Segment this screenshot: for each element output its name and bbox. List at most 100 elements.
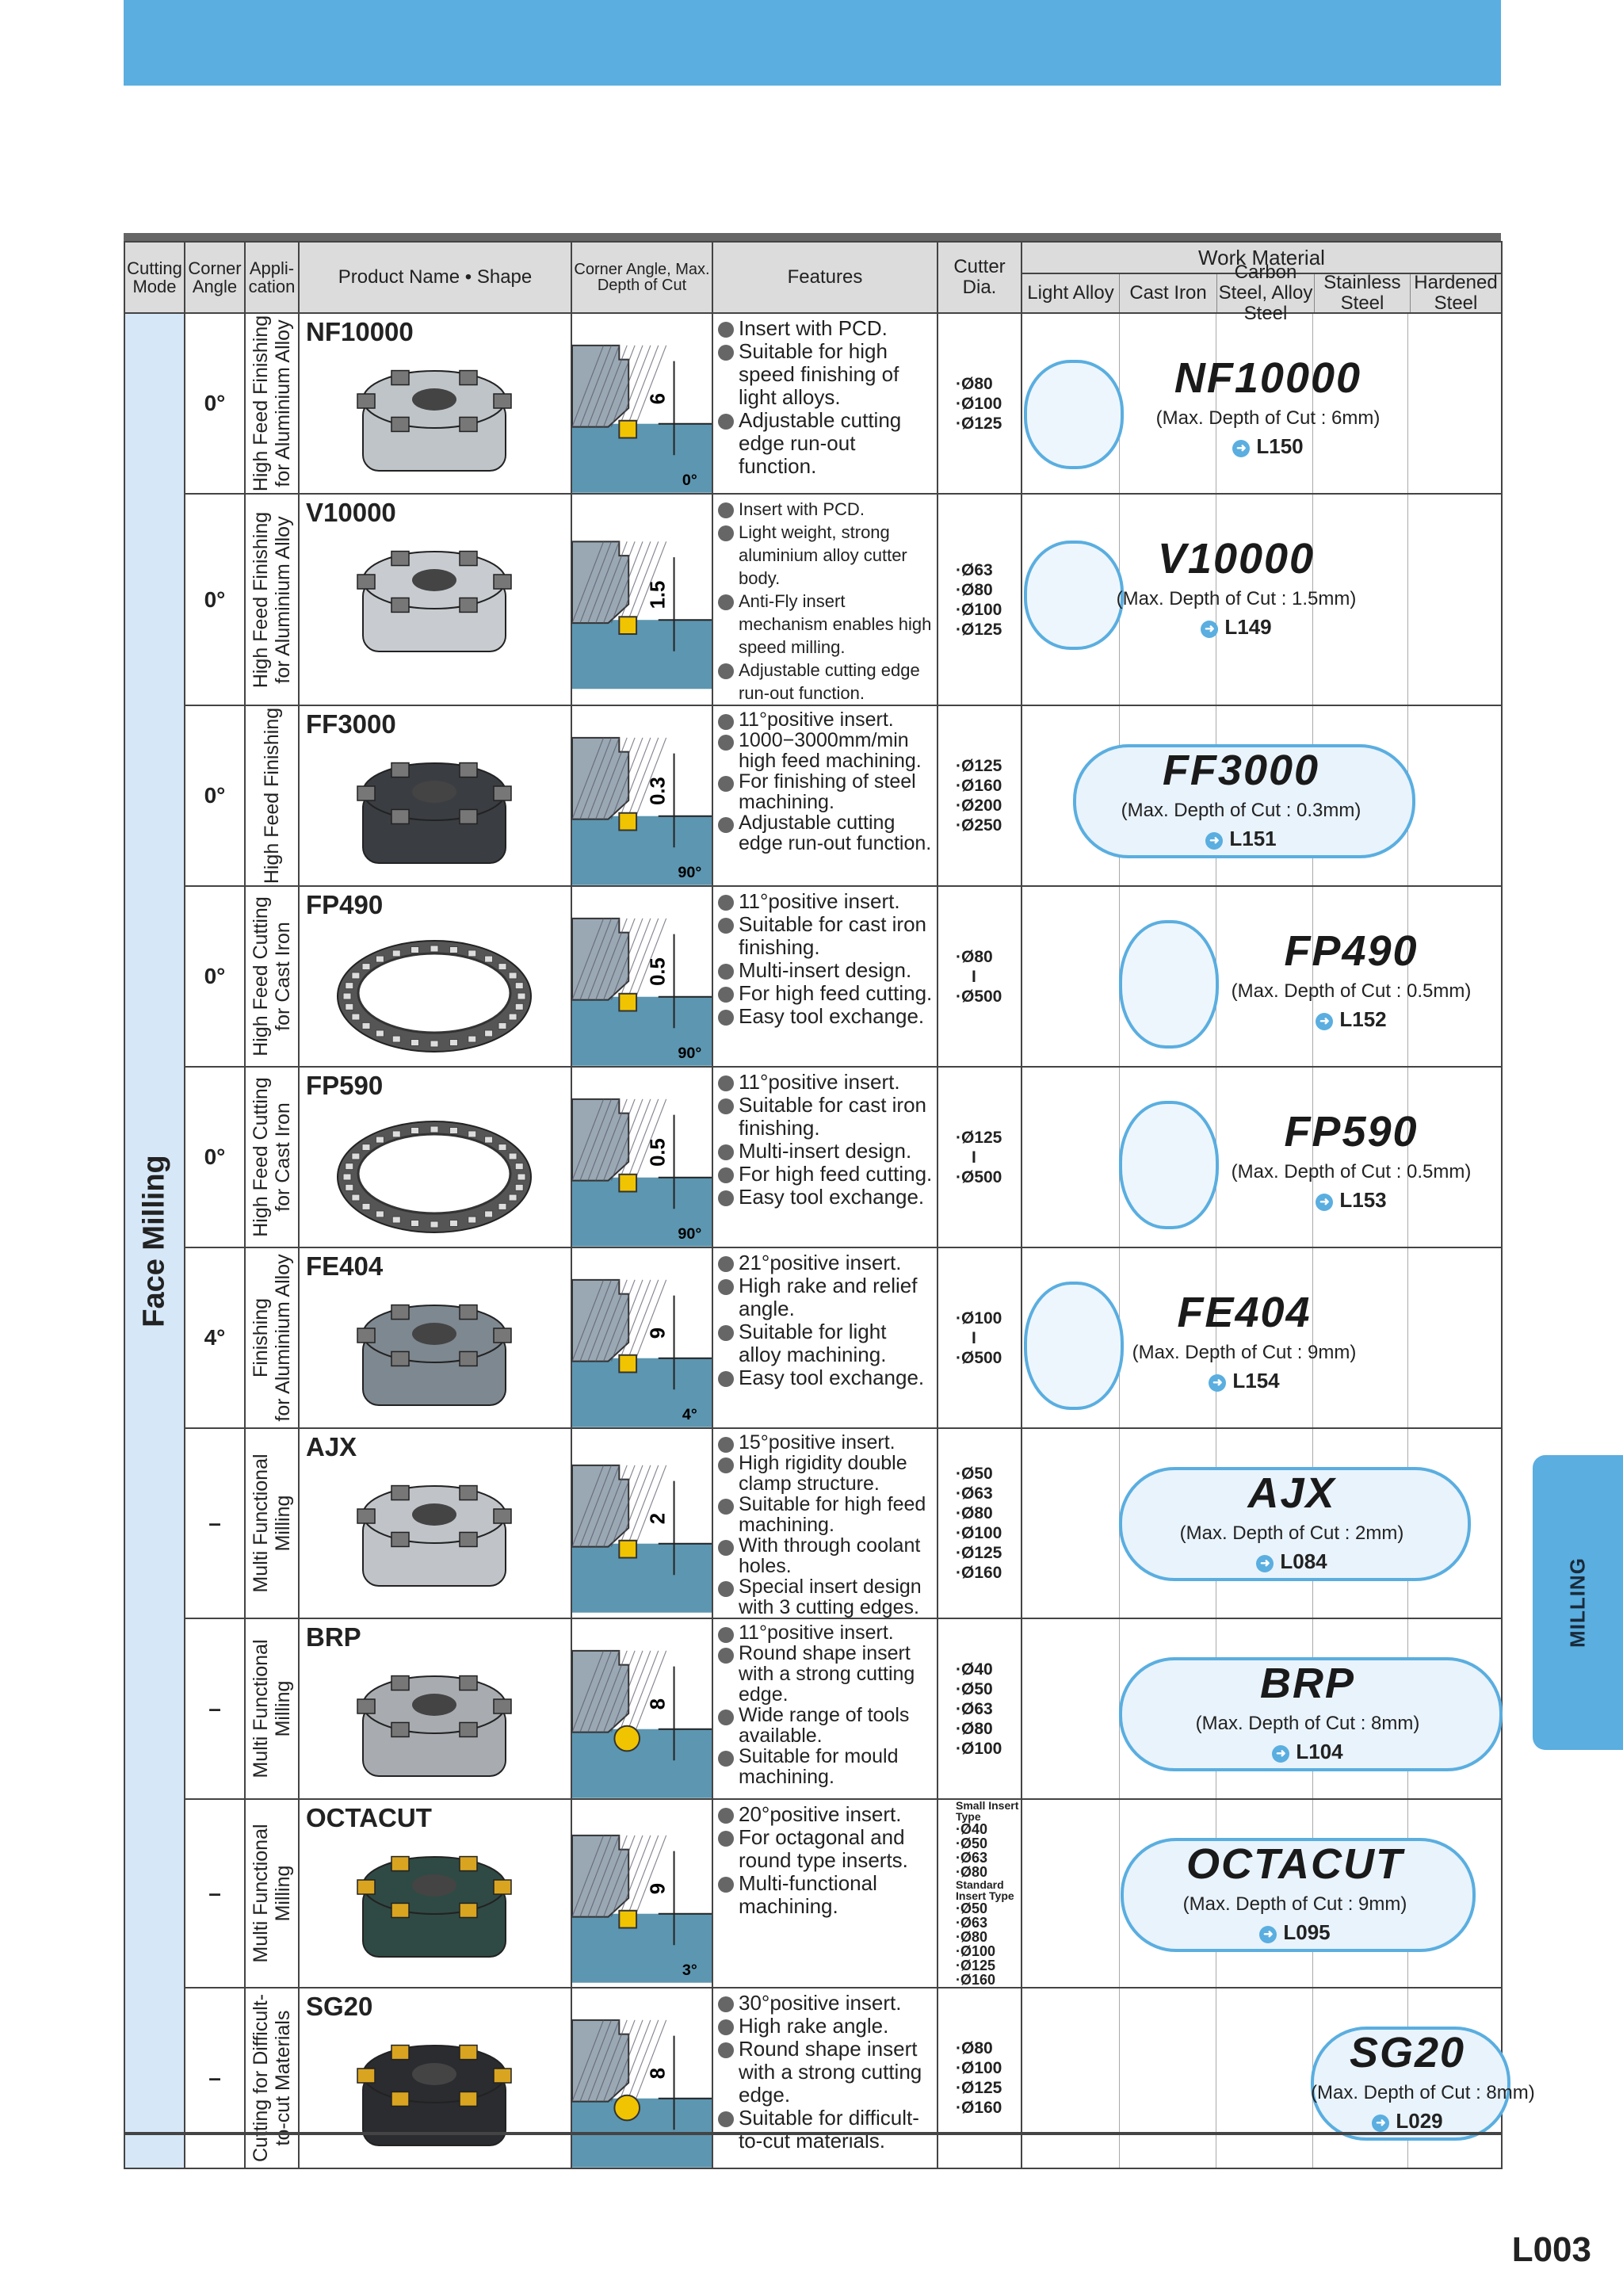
cross-section-diagram: 0.590° xyxy=(571,917,712,1066)
product-name[interactable]: OCTACUT xyxy=(306,1803,432,1832)
page-reference-link[interactable]: ➜L095 xyxy=(1121,1920,1469,1945)
side-tab-label: MILLING xyxy=(1565,1557,1590,1648)
page-reference-link[interactable]: ➜ L104 xyxy=(1119,1740,1496,1764)
milling-side-tab[interactable]: MILLING xyxy=(1533,1455,1623,1750)
cutter-image xyxy=(357,1855,512,1958)
material-light-alloy: Light Alloy xyxy=(1022,274,1120,312)
product-cell[interactable]: FE404 xyxy=(298,1247,572,1429)
page-reference-link[interactable]: ➜ L150 xyxy=(1141,434,1395,459)
page-reference[interactable]: L151 xyxy=(1229,827,1277,850)
material-divider xyxy=(1119,1988,1120,2168)
page-reference[interactable]: L149 xyxy=(1224,615,1272,639)
diameter-value: ·Ø125 xyxy=(956,414,1002,433)
cross-section-diagram: 8 xyxy=(571,1649,712,1798)
product-cell[interactable]: FF3000 xyxy=(298,705,572,887)
page-reference-link[interactable]: ➜L029 xyxy=(1311,2109,1504,2134)
page-reference[interactable]: L154 xyxy=(1232,1369,1280,1392)
page-reference[interactable]: L095 xyxy=(1283,1920,1331,1944)
page-reference[interactable]: L150 xyxy=(1256,434,1304,458)
header-corner-angle: Corner Angle xyxy=(184,241,246,314)
cutter-image xyxy=(337,1121,532,1233)
header-features: Features xyxy=(712,241,938,314)
feature-item: 15°positive insert. xyxy=(718,1432,934,1453)
material-suitability-oval xyxy=(1119,1101,1219,1229)
page-reference-link[interactable]: ➜L151 xyxy=(1073,827,1409,851)
max-depth-of-cut: (Max. Depth of Cut : 0.5mm) xyxy=(1231,980,1472,1002)
feature-item: High rigidity double clamp structure. xyxy=(718,1453,934,1494)
max-depth-of-cut: (Max. Depth of Cut : 6mm) xyxy=(1155,407,1381,429)
material-divider xyxy=(1312,314,1313,493)
application-line: High Feed Finishing xyxy=(261,707,283,884)
material-divider xyxy=(1312,1248,1313,1427)
product-name[interactable]: AJX xyxy=(306,1432,357,1461)
product-name[interactable]: FP590 xyxy=(306,1071,384,1100)
features-cell: 11°positive insert.Suitable for cast iro… xyxy=(712,885,938,1068)
page-reference-link[interactable]: ➜L152 xyxy=(1216,1007,1486,1032)
product-cell[interactable]: BRP xyxy=(298,1618,572,1800)
cross-section-diagram: 94° xyxy=(571,1278,712,1427)
product-cell[interactable]: OCTACUT xyxy=(298,1798,572,1988)
arrow-right-icon: ➜ xyxy=(1256,1555,1274,1572)
page-reference[interactable]: L153 xyxy=(1339,1188,1387,1212)
product-cell[interactable]: FP590 xyxy=(298,1066,572,1248)
cross-section-diagram: 60° xyxy=(571,344,712,493)
page-reference-link[interactable]: ➜L153 xyxy=(1216,1188,1486,1213)
series-brand: FP590 xyxy=(1284,1108,1419,1156)
application-line: to-cut Materials xyxy=(272,2010,294,2146)
product-cell[interactable]: FP490 xyxy=(298,885,572,1068)
diameter-value: ·Ø63 xyxy=(956,560,993,579)
diagram-cell: 8 xyxy=(571,1618,713,1800)
application-cell: Cutting for Difficult-to-cut Materials xyxy=(244,1987,300,2169)
arrow-right-icon: ➜ xyxy=(1232,440,1251,457)
work-material-cell: FP590(Max. Depth of Cut : 0.5mm)➜L153 xyxy=(1021,1066,1503,1248)
diameter-value: ·Ø80 xyxy=(956,1504,993,1522)
corner-angle-cell: 0° xyxy=(184,705,246,887)
product-name[interactable]: SG20 xyxy=(306,1992,373,2021)
material-divider xyxy=(1312,887,1313,1066)
application-cell: High Feed Finishing xyxy=(244,705,300,887)
application-line: for Cast Iron xyxy=(272,1102,294,1212)
product-name[interactable]: FF3000 xyxy=(306,709,396,739)
work-material-cell: V10000(Max. Depth of Cut : 1.5mm)➜L149 xyxy=(1021,493,1503,706)
product-cell[interactable]: AJX xyxy=(298,1427,572,1619)
corner-angle-cell: 0° xyxy=(184,885,246,1068)
arrow-right-icon: ➜ xyxy=(1201,621,1219,638)
product-name[interactable]: BRP xyxy=(306,1622,361,1652)
diameter-value: ·Ø500 xyxy=(956,1348,1002,1367)
product-cell[interactable]: SG20 xyxy=(298,1987,572,2169)
depth-label: 8 xyxy=(647,1698,670,1710)
page-reference-link[interactable]: ➜ L149 xyxy=(1109,615,1363,640)
work-material-cell: FF3000(Max. Depth of Cut : 0.3mm)➜L151 xyxy=(1021,705,1503,887)
features-cell: 11°positive insert.Suitable for cast iro… xyxy=(712,1066,938,1248)
page-reference[interactable]: L152 xyxy=(1339,1007,1387,1031)
feature-item: 11°positive insert. xyxy=(718,1071,934,1094)
page-reference-link[interactable]: ➜ L084 xyxy=(1119,1549,1465,1574)
page-reference-link[interactable]: ➜L154 xyxy=(1125,1369,1363,1393)
series-brand: NF10000 xyxy=(1174,354,1362,402)
corner-angle-cell: – xyxy=(184,1618,246,1800)
product-name[interactable]: FP490 xyxy=(306,890,384,919)
product-name[interactable]: V10000 xyxy=(306,498,396,527)
arrow-right-icon: ➜ xyxy=(1272,1745,1290,1763)
product-name[interactable]: NF10000 xyxy=(306,317,414,346)
series-brand: V10000 xyxy=(1157,535,1316,583)
corner-angle-cell: 4° xyxy=(184,1247,246,1429)
page-reference[interactable]: L029 xyxy=(1396,2109,1443,2133)
page-reference[interactable]: L104 xyxy=(1296,1740,1343,1763)
diameter-value: ·Ø63 xyxy=(956,1915,988,1931)
product-name[interactable]: FE404 xyxy=(306,1251,384,1281)
diameter-value: ·Ø63 xyxy=(956,1484,993,1503)
product-cell[interactable]: V10000 xyxy=(298,493,572,706)
application-line: Cutting for Difficult- xyxy=(250,1993,272,2163)
application-line: High Feed Finishing xyxy=(250,315,272,492)
material-divider xyxy=(1312,1068,1313,1247)
product-cell[interactable]: NF10000 xyxy=(298,312,572,495)
features-cell: Insert with PCD.Light weight, strong alu… xyxy=(712,493,938,706)
page-reference[interactable]: L084 xyxy=(1280,1549,1327,1573)
depth-label: 0.5 xyxy=(647,957,670,986)
